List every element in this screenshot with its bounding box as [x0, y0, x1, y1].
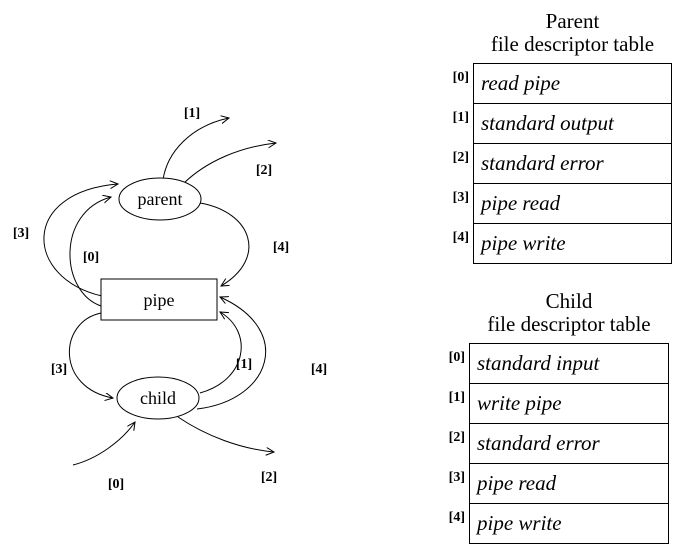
arrow-parent-fd3-pipe-read	[43, 184, 118, 297]
table-row: [0] read pipe	[441, 63, 672, 104]
fd-entry-cell: pipe write	[469, 503, 669, 544]
parent-fd1-label: [1]	[184, 106, 200, 121]
fd-index-label: [4]	[448, 510, 465, 525]
parent-fd0-label: [0]	[83, 250, 99, 265]
table-row: [4] pipe write	[441, 223, 672, 264]
arrow-parent-fd4-pipe-write	[199, 202, 250, 286]
fd-index-label: [4]	[452, 230, 469, 245]
fd-entry-cell: standard error	[473, 143, 672, 184]
fd-entry-cell: standard input	[469, 343, 669, 384]
fd-entry-cell: pipe write	[473, 223, 672, 264]
child-process-node	[116, 376, 200, 420]
table-row: [1] standard output	[441, 103, 672, 144]
fd-index-label: [2]	[448, 430, 465, 445]
parent-fd2-label: [2]	[256, 163, 272, 178]
table-row: [4] pipe write	[437, 503, 669, 544]
fd-entry-cell: pipe read	[469, 463, 669, 504]
child-fd0-label: [0]	[108, 477, 124, 492]
child-fd-table: Child file descriptor table [0] standard…	[437, 290, 669, 544]
fd-entry-cell: pipe read	[473, 183, 672, 224]
fd-index-label: [3]	[448, 470, 465, 485]
table-row: [2] standard error	[441, 143, 672, 184]
arrow-child-fd2-stderr	[177, 416, 274, 452]
fd-index-label: [3]	[452, 190, 469, 205]
pipe-node-label: pipe	[144, 290, 175, 310]
child-table-title-line1: Child	[545, 289, 593, 313]
child-table-title-line2: file descriptor table	[487, 312, 651, 336]
parent-node-label: parent	[138, 189, 183, 209]
table-row: [2] standard error	[437, 423, 669, 464]
fd-entry-cell: read pipe	[473, 63, 672, 104]
fd-entry-cell: standard error	[469, 423, 669, 464]
arrow-parent-fd2-stderr	[183, 143, 276, 184]
parent-fd-table-title: Parent file descriptor table	[473, 10, 672, 56]
arrow-child-fd0-stdin	[72, 422, 135, 466]
parent-fd-table-rows: [0] read pipe [1] standard output [2] st…	[441, 63, 672, 264]
table-row: [0] standard input	[437, 343, 669, 384]
table-row: [3] pipe read	[437, 463, 669, 504]
arrow-parent-fd0-read-pipe	[69, 197, 111, 307]
parent-fd4-label: [4]	[273, 240, 289, 255]
parent-table-title-line2: file descriptor table	[490, 32, 655, 56]
table-row: [3] pipe read	[441, 183, 672, 224]
child-fd2-label: [2]	[261, 470, 277, 485]
fd-index-label: [1]	[448, 390, 465, 405]
pipe-node	[100, 278, 218, 321]
arrow-child-fd4-pipe-write	[196, 297, 267, 410]
fd-index-label: [0]	[452, 70, 469, 85]
pipe-process-diagram: parent pipe child [1] [2] [3] [0] [4] [3…	[13, 106, 327, 492]
parent-table-title-line1: Parent	[545, 9, 600, 33]
parent-process-node	[118, 177, 202, 221]
fd-index-label: [2]	[452, 150, 469, 165]
arrow-child-fd3-pipe-read	[68, 312, 113, 398]
child-fd-table-title: Child file descriptor table	[469, 290, 669, 336]
table-row: [1] write pipe	[437, 383, 669, 424]
child-fd3-label: [3]	[51, 362, 67, 377]
child-fd1-label: [1]	[236, 357, 252, 372]
arrow-child-fd1-write-pipe	[199, 312, 242, 394]
fd-entry-cell: write pipe	[469, 383, 669, 424]
parent-fd-table: Parent file descriptor table [0] read pi…	[441, 10, 672, 264]
child-node-label: child	[140, 388, 176, 408]
arrow-parent-fd1-stdout	[162, 118, 229, 181]
fd-index-label: [1]	[452, 110, 469, 125]
fd-entry-cell: standard output	[473, 103, 672, 144]
parent-fd3-label: [3]	[13, 226, 29, 241]
child-fd4-label: [4]	[311, 362, 327, 377]
fd-index-label: [0]	[448, 350, 465, 365]
child-fd-table-rows: [0] standard input [1] write pipe [2] st…	[437, 343, 669, 544]
